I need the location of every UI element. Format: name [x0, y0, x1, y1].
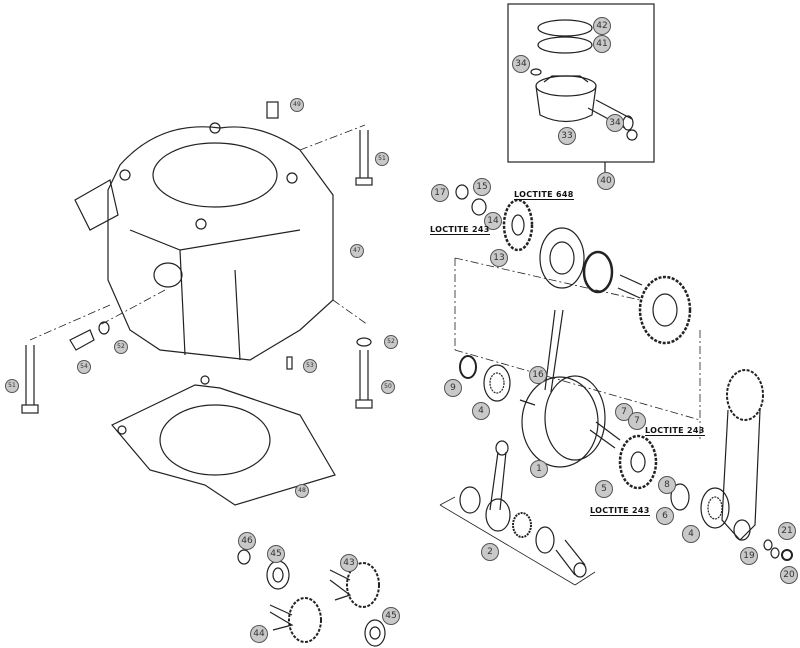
seal-ring	[455, 184, 469, 200]
loctite-648-note: LOCTITE 648	[514, 190, 574, 200]
nut	[237, 549, 251, 565]
callout-6: 6	[656, 507, 674, 525]
circlip	[530, 68, 542, 76]
callout-40: 40	[597, 172, 615, 190]
callout-45: 45	[382, 607, 400, 625]
kickstart-gear	[269, 597, 322, 643]
piston	[535, 75, 597, 123]
callout-33: 33	[558, 127, 576, 145]
circlip	[626, 129, 638, 141]
stud-bolt	[355, 350, 373, 409]
callout-51: 51	[375, 152, 389, 166]
callout-54: 54	[77, 360, 91, 374]
callout-7: 7	[628, 412, 646, 430]
circlip	[763, 539, 773, 551]
callout-5: 5	[595, 480, 613, 498]
shaft-seal	[459, 355, 477, 379]
callout-51: 51	[5, 379, 19, 393]
callout-15: 15	[473, 178, 491, 196]
connecting-rod	[485, 440, 511, 532]
callout-8: 8	[658, 476, 676, 494]
callout-45: 45	[267, 545, 285, 563]
callout-16: 16	[529, 366, 547, 384]
screw-plug	[69, 329, 95, 351]
callout-41: 41	[593, 35, 611, 53]
dowel-pin	[286, 356, 293, 370]
callout-19: 19	[740, 547, 758, 565]
callout-52: 52	[384, 335, 398, 349]
primary-gear	[638, 275, 692, 345]
piston-group-frame	[507, 3, 655, 163]
callout-17: 17	[431, 184, 449, 202]
balancer-weight	[539, 227, 585, 289]
crank-gear	[618, 434, 658, 490]
callout-14: 14	[484, 212, 502, 230]
callout-34: 34	[512, 55, 530, 73]
crank-pin	[555, 539, 587, 578]
callout-9: 9	[444, 379, 462, 397]
stud-bolt	[355, 130, 373, 186]
nut	[781, 549, 793, 561]
callout-50: 50	[381, 380, 395, 394]
callout-53: 53	[303, 359, 317, 373]
thrust-washer	[535, 526, 555, 554]
callout-4: 4	[472, 402, 490, 420]
bearing	[266, 560, 290, 590]
callout-2: 2	[481, 543, 499, 561]
washer	[98, 321, 110, 335]
callout-44: 44	[250, 625, 268, 643]
loctite-243-note: LOCTITE 243	[645, 426, 705, 436]
washer	[356, 337, 372, 347]
bearing	[364, 619, 386, 647]
thrust-washer	[459, 486, 481, 514]
callout-49: 49	[290, 98, 304, 112]
nut	[471, 198, 487, 216]
callout-20: 20	[780, 566, 798, 584]
stud-bolt	[21, 345, 39, 414]
timing-chain-lever	[721, 369, 764, 541]
dowel-sleeve	[266, 101, 279, 119]
needle-cage	[512, 512, 532, 538]
callout-48: 48	[295, 484, 309, 498]
callout-21: 21	[778, 522, 796, 540]
callout-4: 4	[682, 525, 700, 543]
main-bearing	[483, 364, 511, 402]
balancer-gear	[502, 198, 534, 252]
cylinder-base-gasket	[111, 375, 336, 506]
shim	[670, 483, 690, 511]
callout-42: 42	[593, 17, 611, 35]
bush	[617, 274, 643, 299]
callout-47: 47	[350, 244, 364, 258]
piston-rings	[537, 19, 593, 54]
loctite-243-note: LOCTITE 243	[590, 506, 650, 516]
callout-1: 1	[530, 460, 548, 478]
needle-bearing	[582, 250, 614, 294]
loctite-243-note: LOCTITE 243	[430, 225, 490, 235]
washer	[770, 547, 780, 559]
main-bearing	[700, 487, 730, 529]
callout-46: 46	[238, 532, 256, 550]
idler-gear	[329, 562, 380, 608]
crankshaft	[519, 309, 621, 468]
cylinder	[74, 122, 334, 361]
callout-52: 52	[114, 340, 128, 354]
bracket-line	[439, 496, 596, 586]
callout-34: 34	[606, 114, 624, 132]
callout-13: 13	[490, 249, 508, 267]
callout-43: 43	[340, 554, 358, 572]
